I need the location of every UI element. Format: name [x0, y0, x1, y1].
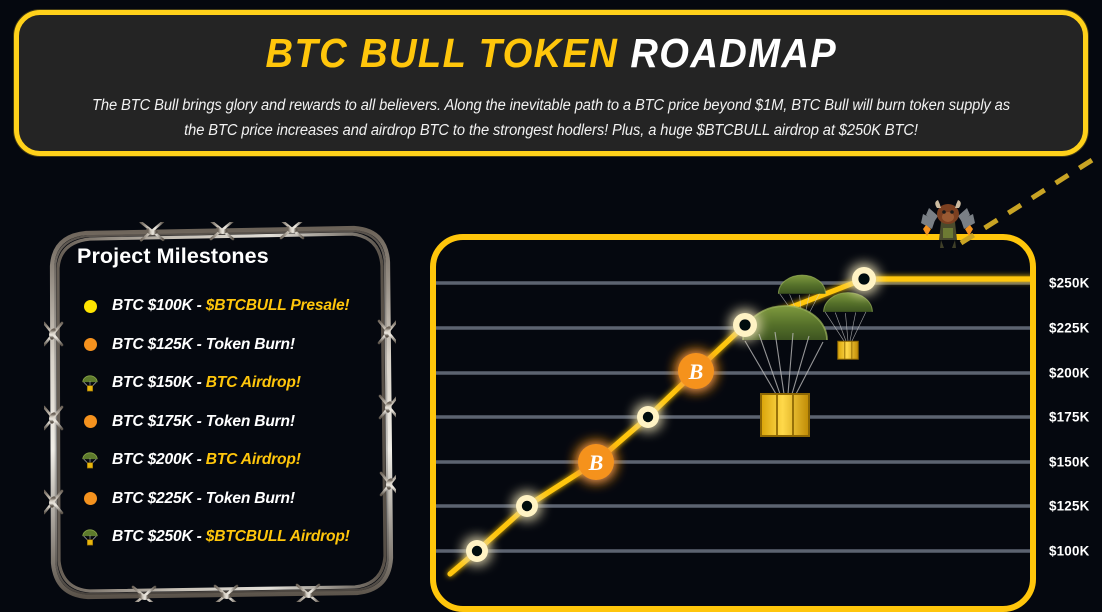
page-title-primary: BTC BULL TOKEN	[265, 30, 619, 76]
orange-dot-icon	[81, 490, 99, 508]
milestone-event: Token Burn!	[205, 335, 295, 353]
bull-mascot-icon	[921, 200, 975, 248]
parachute-icon	[81, 528, 99, 546]
page-subtitle: The BTC Bull brings glory and rewards to…	[92, 97, 1010, 139]
data-point-marker	[637, 406, 659, 428]
milestone-event: Token Burn!	[205, 489, 295, 507]
chart-data-points: B B	[466, 267, 876, 562]
milestone-event: BTC Airdrop!	[205, 451, 301, 469]
milestone-price: BTC $150K -	[112, 374, 206, 392]
y-axis-tick-label: $100K	[1049, 543, 1090, 559]
milestone-item: BTC $150K - BTC Airdrop!	[77, 364, 377, 403]
milestone-item: BTC $175K - Token Burn!	[77, 403, 377, 442]
svg-text:B: B	[688, 359, 704, 384]
milestone-label: BTC $225K - Token Burn!	[112, 490, 295, 508]
gold-crate-icon	[760, 393, 810, 437]
y-axis-tick-label: $125K	[1049, 498, 1090, 514]
milestone-price: BTC $225K -	[112, 489, 206, 507]
milestone-price: BTC $250K -	[112, 528, 206, 546]
data-point-marker	[733, 313, 757, 337]
chart-background	[433, 237, 1033, 609]
milestone-item: BTC $100K - $BTCBULL Presale!	[77, 287, 377, 326]
milestone-event: $BTCBULL Airdrop!	[205, 528, 350, 546]
bitcoin-icon: B	[578, 444, 614, 480]
yellow-dot-icon	[81, 297, 99, 315]
milestone-label: BTC $175K - Token Burn!	[112, 413, 295, 431]
y-axis-tick-label: $250K	[1049, 275, 1090, 291]
chart-gridlines	[433, 281, 1033, 553]
milestone-label: BTC $200K - BTC Airdrop!	[112, 451, 301, 469]
milestone-item: BTC $225K - Token Burn!	[77, 480, 377, 519]
bullet-dot	[83, 299, 97, 313]
parachute-airdrop-group	[742, 274, 873, 437]
milestone-price: BTC $125K -	[112, 335, 206, 353]
milestone-event: BTC Airdrop!	[205, 374, 301, 392]
svg-text:B: B	[588, 450, 604, 475]
y-axis-tick-label: $150K	[1049, 454, 1090, 470]
milestone-event: $BTCBULL Presale!	[205, 297, 350, 315]
chart-panel-border	[430, 234, 1036, 612]
orange-dot-icon	[81, 336, 99, 354]
project-milestones-panel: Project Milestones BTC $100K - $BTCBULL …	[44, 222, 396, 602]
bullet-dot	[83, 492, 97, 506]
roadmap-chart: B B	[430, 234, 1036, 612]
parachute-icon	[742, 305, 828, 437]
parachute-icon	[823, 292, 873, 360]
gold-crate-icon	[837, 340, 859, 360]
milestone-item: BTC $250K - $BTCBULL Airdrop!	[77, 518, 377, 557]
orange-dot-icon	[81, 413, 99, 431]
milestone-label: BTC $250K - $BTCBULL Airdrop!	[112, 528, 350, 546]
milestone-event: Token Burn!	[205, 412, 295, 430]
milestone-price: BTC $175K -	[112, 412, 206, 430]
chart-y-axis: $250K $225K $200K $175K $150K $125K $100K	[1049, 234, 1102, 612]
milestones-heading: Project Milestones	[77, 244, 269, 268]
data-point-marker	[466, 540, 488, 562]
data-point-marker	[852, 267, 876, 291]
milestones-list: BTC $100K - $BTCBULL Presale! BTC $125K -…	[77, 287, 377, 557]
milestone-label: BTC $100K - $BTCBULL Presale!	[112, 297, 350, 315]
milestone-price: BTC $100K -	[112, 297, 206, 315]
data-point-marker	[516, 495, 538, 517]
parachute-icon	[81, 451, 99, 469]
header-panel: BTC BULL TOKEN ROADMAP The BTC Bull brin…	[14, 10, 1088, 156]
milestone-item: BTC $200K - BTC Airdrop!	[77, 441, 377, 480]
y-axis-tick-label: $175K	[1049, 409, 1090, 425]
milestone-price: BTC $200K -	[112, 451, 206, 469]
y-axis-tick-label: $225K	[1049, 320, 1090, 336]
bullet-dot	[83, 415, 97, 429]
parachute-icon	[81, 374, 99, 392]
milestone-item: BTC $125K - Token Burn!	[77, 326, 377, 365]
milestone-label: BTC $150K - BTC Airdrop!	[112, 374, 301, 392]
y-axis-tick-label: $200K	[1049, 365, 1090, 381]
page-title: BTC BULL TOKEN ROADMAP	[265, 33, 837, 74]
page-title-secondary: ROADMAP	[630, 30, 837, 76]
bullet-dot	[83, 338, 97, 352]
milestone-label: BTC $125K - Token Burn!	[112, 336, 295, 354]
bitcoin-icon: B	[678, 353, 714, 389]
